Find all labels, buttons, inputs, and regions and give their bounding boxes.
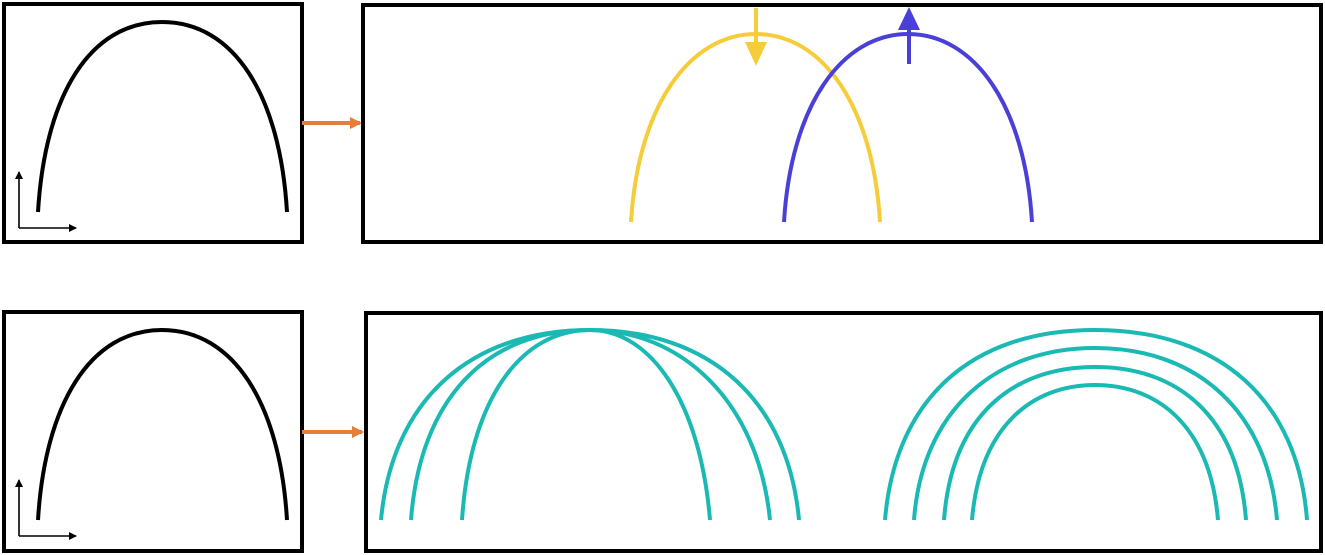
teal-offset-arches-icon xyxy=(379,327,801,521)
teal-arch-small-inner xyxy=(970,382,1220,521)
source-parabola-2 xyxy=(36,327,289,521)
blue-arch-up-arrow-icon xyxy=(782,7,1034,223)
teal-arch-large-inner xyxy=(912,345,1279,521)
teal-arch-small-outer xyxy=(942,364,1248,521)
teal-arch-inner xyxy=(460,327,712,521)
row-2 xyxy=(2,310,1323,553)
row-1 xyxy=(2,2,1323,244)
source-panel-2 xyxy=(2,310,304,553)
result-panel-2 xyxy=(364,311,1323,553)
source-frame-2 xyxy=(2,310,304,553)
result-frame-2 xyxy=(364,311,1323,553)
result-frame-1 xyxy=(361,3,1323,244)
yellow-arch-down-arrow-icon xyxy=(629,8,882,223)
result-panel-1 xyxy=(361,3,1323,244)
axes-icon xyxy=(15,479,77,540)
source-frame-1 xyxy=(2,2,304,244)
source-panel-1 xyxy=(2,2,304,244)
teal-arch-outer xyxy=(379,327,801,521)
source-parabola-1 xyxy=(36,19,289,213)
teal-arch-large-outer xyxy=(883,327,1309,521)
teal-nested-arches-icon xyxy=(883,327,1309,521)
axes-icon xyxy=(15,171,77,232)
